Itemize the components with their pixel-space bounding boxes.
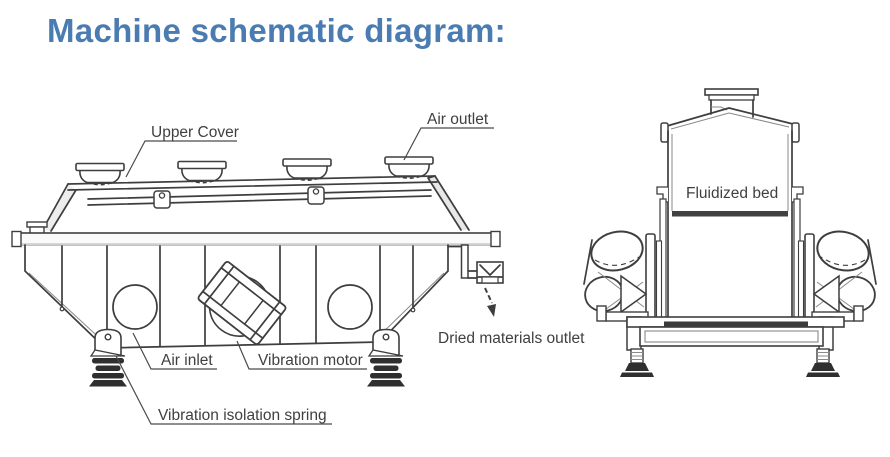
air-outlet-dome-1 (75, 162, 125, 186)
air-inlet-opening-2 (327, 284, 373, 330)
label-vibration-isolation-spring: Vibration isolation spring (158, 407, 327, 424)
vessel-roof (666, 107, 794, 130)
base-frame (626, 316, 845, 347)
cover-right-slope-shade (428, 176, 469, 230)
left-machine-side-view (11, 156, 504, 388)
air-outlet-dome-4 (384, 156, 434, 180)
discharge-chute (447, 244, 504, 284)
callout-labels: Upper Cover Air outlet Air inlet Vibrati… (151, 111, 778, 424)
air-outlet-dome-2 (177, 160, 227, 184)
cover-left-slope-shade (43, 184, 76, 231)
vibration-motor-drawing (197, 261, 287, 345)
left-end-fitting (26, 221, 48, 235)
isolation-spring-1 (88, 328, 128, 388)
label-dried-materials-outlet: Dried materials outlet (438, 330, 585, 347)
label-air-inlet: Air inlet (161, 352, 213, 369)
label-vibration-motor: Vibration motor (258, 352, 363, 369)
callout-leaders (115, 127, 494, 425)
flange-band (11, 230, 501, 248)
leader-air-outlet (403, 127, 494, 161)
right-machine-end-view (580, 88, 880, 378)
label-air-outlet: Air outlet (427, 111, 489, 128)
page-title: Machine schematic diagram: (47, 12, 506, 49)
air-outlet-dome-3 (282, 158, 332, 182)
cover-clamp-1 (153, 190, 171, 209)
leader-upper-cover (125, 140, 237, 178)
dried-outlet-arrow-icon (484, 287, 496, 317)
cover-clamp-2 (307, 186, 325, 205)
label-upper-cover: Upper Cover (151, 124, 239, 141)
isolation-spring-2 (366, 328, 406, 388)
air-inlet-opening-1 (112, 284, 158, 330)
upper-cover-drawing (42, 175, 470, 232)
top-duct (704, 88, 759, 118)
bed-deck (672, 211, 788, 217)
leader-air-inlet (132, 332, 217, 370)
leader-vibration-motor (236, 340, 367, 370)
label-fluidized-bed: Fluidized bed (686, 185, 778, 202)
leader-isolation-spring (115, 355, 332, 425)
